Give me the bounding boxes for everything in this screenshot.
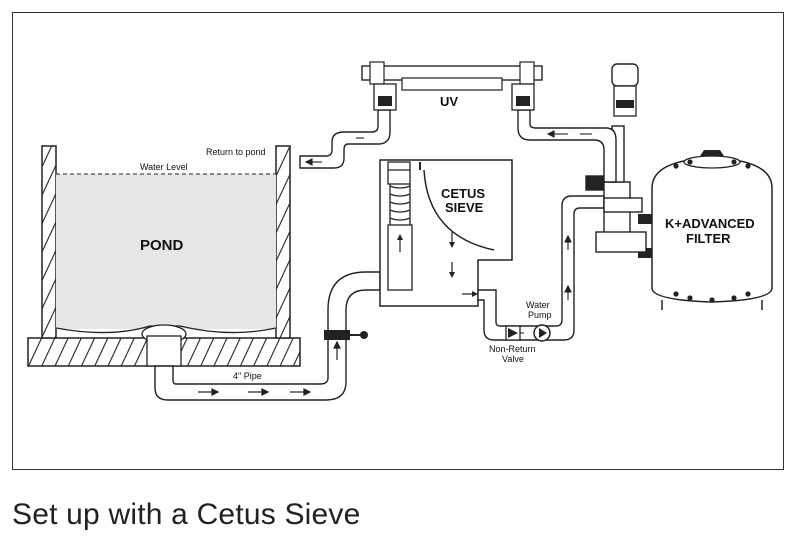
- water-level-label: Water Level: [140, 162, 188, 172]
- cetus-sieve: [379, 159, 513, 307]
- filter-label-2: FILTER: [686, 231, 731, 246]
- pond-wall-left: [41, 145, 57, 339]
- inlet-valve: [324, 330, 368, 340]
- water-pump: [533, 324, 551, 342]
- cetus-sieve-label-1: CETUS: [441, 186, 485, 201]
- pond-water: [56, 174, 276, 329]
- nrv-label-2: Valve: [502, 354, 524, 364]
- filter-top-unit: [611, 63, 639, 117]
- uv-unit: [361, 61, 543, 111]
- non-return-valve: [505, 325, 521, 341]
- pond-label: POND: [140, 237, 184, 254]
- k-advanced-filter: [638, 150, 773, 310]
- return-flow-arrows: [304, 130, 592, 166]
- pond-wall-right: [275, 145, 291, 339]
- uv-label: UV: [440, 94, 458, 109]
- cetus-sieve-label-2: SIEVE: [445, 200, 484, 215]
- water-pump-label-1: Water: [526, 300, 550, 310]
- caption: Set up with a Cetus Sieve: [12, 498, 361, 531]
- pipe-4in-label: 4" Pipe: [233, 371, 262, 381]
- nrv-label-1: Non-Return: [489, 344, 536, 354]
- water-pump-label-2: Pump: [528, 310, 552, 320]
- pump-pipe-arrows: [516, 234, 572, 334]
- bottom-drain: [141, 324, 187, 367]
- pipe-flow-arrows: [198, 340, 341, 396]
- pond-filtration-diagram: 4" Pipe CETUS SIEVE: [27, 61, 773, 401]
- filter-label-1: K+ADVANCED: [665, 216, 755, 231]
- diagram-frame: [12, 12, 784, 470]
- return-to-pond-label: Return to pond: [206, 147, 266, 157]
